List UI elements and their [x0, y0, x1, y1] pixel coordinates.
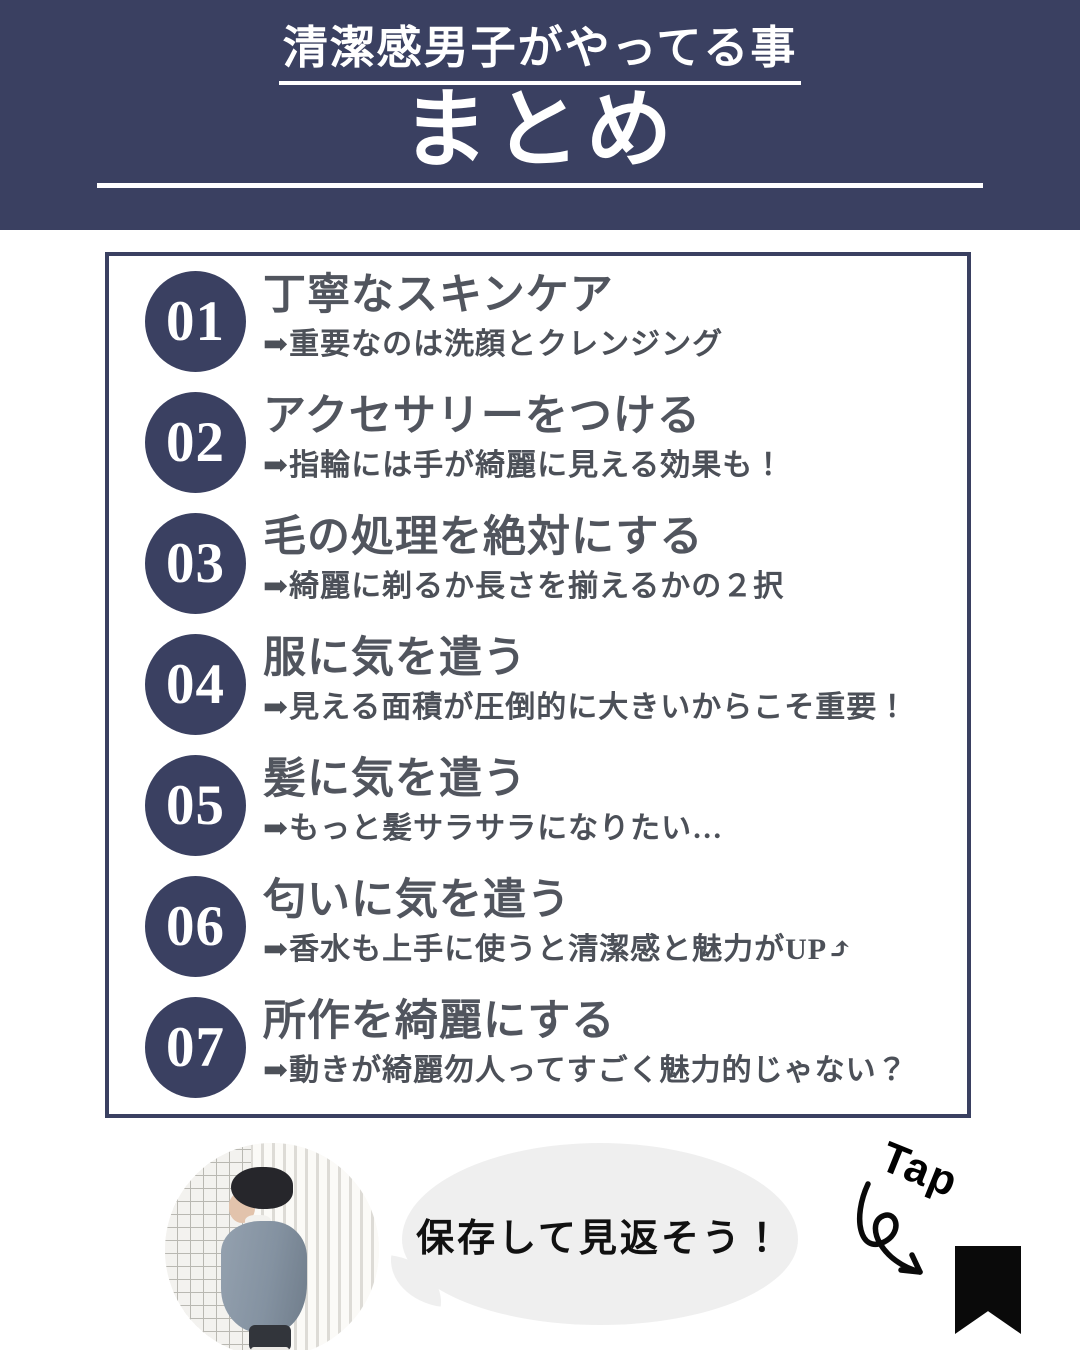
- item-title: 毛の処理を絶対にする: [263, 514, 704, 561]
- item-text: 髪に気を遣う ➡もっと髪サラサラになりたい…: [263, 755, 723, 847]
- header-banner: 清潔感男子がやってる事 まとめ: [0, 0, 1080, 230]
- list-item: 03 毛の処理を絶対にする ➡綺麗に剃るか長さを揃えるかの２択: [145, 513, 953, 614]
- page-title: まとめ: [402, 81, 678, 178]
- item-text: 服に気を遣う ➡見える面積が圧倒的に大きいからこそ重要！: [263, 634, 908, 726]
- avatar-shoe: [251, 1347, 289, 1350]
- item-text: アクセサリーをつける ➡指輪には手が綺麗に見える効果も！: [263, 392, 784, 484]
- item-note: ➡香水も上手に使うと清潔感と魅力がUP⤴: [263, 933, 854, 967]
- item-text: 丁寧なスキンケア ➡重要なのは洗顔とクレンジング: [263, 271, 723, 363]
- list-item: 05 髪に気を遣う ➡もっと髪サラサラになりたい…: [145, 755, 953, 856]
- item-note: ➡綺麗に剃るか長さを揃えるかの２択: [263, 570, 785, 604]
- item-title: 髪に気を遣う: [263, 756, 527, 803]
- item-number-badge: 04: [145, 634, 246, 735]
- item-text: 所作を綺麗にする ➡動きが綺麗勿人ってすごく魅力的じゃない？: [263, 997, 908, 1089]
- list-item: 07 所作を綺麗にする ➡動きが綺麗勿人ってすごく魅力的じゃない？: [145, 997, 953, 1098]
- list-item: 06 匂いに気を遣う ➡香水も上手に使うと清潔感と魅力がUP⤴: [145, 876, 953, 977]
- item-number-badge: 03: [145, 513, 246, 614]
- list-item: 01 丁寧なスキンケア ➡重要なのは洗顔とクレンジング: [145, 271, 953, 372]
- avatar-sweater: [221, 1221, 307, 1333]
- list-item: 02 アクセサリーをつける ➡指輪には手が綺麗に見える効果も！: [145, 392, 953, 493]
- item-title: 所作を綺麗にする: [263, 998, 616, 1045]
- avatar[interactable]: [165, 1143, 379, 1350]
- bookmark-icon[interactable]: [955, 1246, 1021, 1334]
- item-number-badge: 06: [145, 876, 246, 977]
- item-number-badge: 02: [145, 392, 246, 493]
- item-number-badge: 07: [145, 997, 246, 1098]
- item-title: 匂いに気を遣う: [263, 877, 571, 924]
- item-title: アクセサリーをつける: [263, 393, 701, 440]
- item-note: ➡指輪には手が綺麗に見える効果も！: [263, 449, 785, 483]
- item-note: ➡もっと髪サラサラになりたい…: [263, 812, 724, 846]
- avatar-pants: [249, 1325, 291, 1350]
- item-title: 服に気を遣う: [263, 635, 527, 682]
- item-note: ➡重要なのは洗顔とクレンジング: [263, 328, 724, 362]
- avatar-hair: [231, 1167, 293, 1209]
- list-item: 04 服に気を遣う ➡見える面積が圧倒的に大きいからこそ重要！: [145, 634, 953, 735]
- item-number-badge: 05: [145, 755, 246, 856]
- speech-bubble: 保存して見返そう！: [402, 1143, 798, 1325]
- item-title: 丁寧なスキンケア: [263, 272, 614, 319]
- item-note: ➡見える面積が圧倒的に大きいからこそ重要！: [263, 691, 909, 725]
- tap-arrow-icon: [856, 1181, 923, 1275]
- header-subtitle: 清潔感男子がやってる事: [278, 23, 802, 85]
- item-text: 匂いに気を遣う ➡香水も上手に使うと清潔感と魅力がUP⤴: [263, 876, 853, 968]
- speech-bubble-text: 保存して見返そう！: [416, 1217, 784, 1260]
- item-text: 毛の処理を絶対にする ➡綺麗に剃るか長さを揃えるかの２択: [263, 513, 784, 605]
- header-divider: [97, 182, 983, 188]
- item-note: ➡動きが綺麗勿人ってすごく魅力的じゃない？: [263, 1054, 908, 1088]
- summary-list-box: 01 丁寧なスキンケア ➡重要なのは洗顔とクレンジング 02 アクセサリーをつけ…: [105, 252, 971, 1118]
- item-number-badge: 01: [145, 271, 246, 372]
